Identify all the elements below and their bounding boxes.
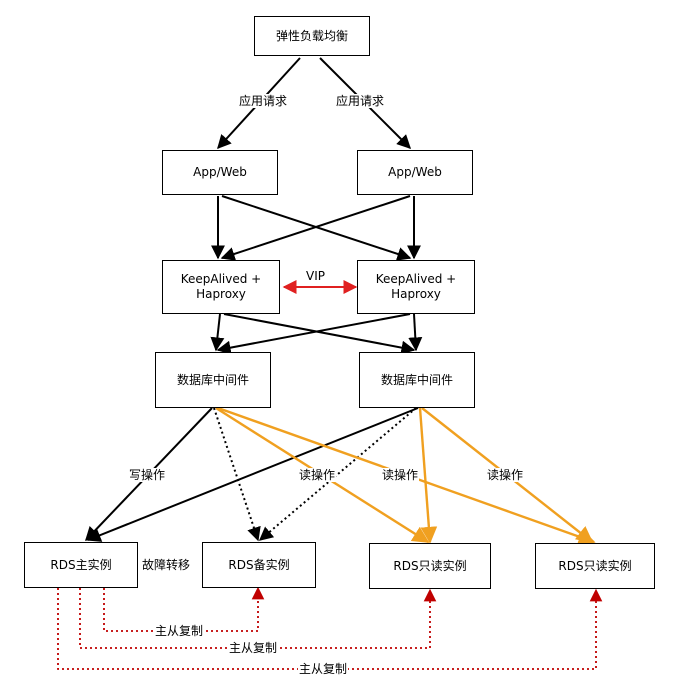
node-app-right-label: App/Web bbox=[388, 165, 442, 179]
label-read-op-1: 读操作 bbox=[298, 468, 337, 482]
node-rds-master: RDS主实例 bbox=[24, 542, 138, 588]
node-keepalived-right-label: KeepAlived + Haproxy bbox=[375, 272, 457, 301]
label-replication-2: 主从复制 bbox=[228, 641, 279, 655]
edge-repl-ro2 bbox=[57, 588, 603, 670]
node-middleware-left-label: 数据库中间件 bbox=[176, 372, 249, 387]
edge-mwR-master-write bbox=[86, 407, 419, 542]
label-vip: VIP bbox=[306, 269, 325, 283]
node-rds-master-label: RDS主实例 bbox=[50, 557, 112, 572]
edge-mwR-ro1-read bbox=[418, 407, 438, 544]
label-failover: 故障转移 bbox=[142, 558, 191, 572]
node-rds-standby-label: RDS备实例 bbox=[228, 557, 290, 572]
node-middleware-right: 数据库中间件 bbox=[359, 352, 475, 408]
node-app-left-label: App/Web bbox=[193, 165, 247, 179]
label-app-request-left: 应用请求 bbox=[238, 94, 289, 108]
node-keepalived-right: KeepAlived + Haproxy bbox=[357, 260, 475, 314]
edge-kaR-mwL bbox=[216, 313, 411, 355]
label-read-op-2: 读操作 bbox=[381, 468, 420, 482]
label-replication-3: 主从复制 bbox=[298, 662, 349, 676]
node-rds-readonly-1-label: RDS只读实例 bbox=[393, 558, 467, 573]
node-middleware-right-label: 数据库中间件 bbox=[380, 372, 453, 387]
label-read-op-3: 读操作 bbox=[486, 468, 525, 482]
node-app-right: App/Web bbox=[357, 150, 473, 195]
node-rds-readonly-2-label: RDS只读实例 bbox=[558, 558, 632, 573]
edge-repl-ro1 bbox=[79, 588, 437, 649]
node-elb-label: 弹性负载均衡 bbox=[275, 28, 348, 43]
node-app-left: App/Web bbox=[162, 150, 278, 195]
edge-kaR-mwR bbox=[408, 313, 423, 352]
edge-appR-kaL bbox=[220, 195, 411, 261]
node-rds-readonly-1: RDS只读实例 bbox=[369, 543, 491, 589]
edge-kaL-mwL bbox=[210, 313, 225, 352]
node-keepalived-left-label: KeepAlived + Haproxy bbox=[180, 272, 262, 301]
edge-mwL-standby-dotted bbox=[213, 407, 261, 542]
node-elb: 弹性负载均衡 bbox=[254, 16, 370, 56]
edge-mwR-standby-dotted bbox=[258, 407, 417, 541]
node-keepalived-left: KeepAlived + Haproxy bbox=[162, 260, 280, 314]
label-app-request-right: 应用请求 bbox=[335, 94, 386, 108]
node-middleware-left: 数据库中间件 bbox=[155, 352, 271, 408]
label-write-op: 写操作 bbox=[128, 468, 167, 482]
label-replication-1: 主从复制 bbox=[154, 624, 205, 638]
node-rds-standby: RDS备实例 bbox=[202, 542, 316, 588]
node-rds-readonly-2: RDS只读实例 bbox=[535, 543, 655, 589]
